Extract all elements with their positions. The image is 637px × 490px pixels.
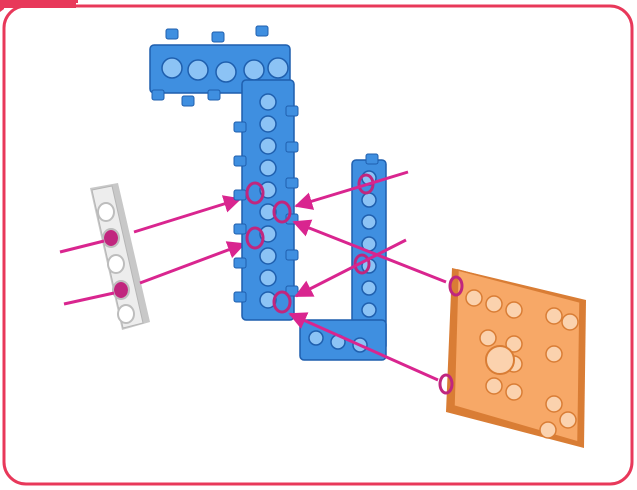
blue-column-hole bbox=[259, 159, 277, 177]
blue-peg-ring bbox=[245, 226, 265, 250]
orange-plate-hole bbox=[485, 377, 503, 395]
blue-peg-ring bbox=[272, 200, 292, 224]
blue-stud bbox=[233, 155, 247, 167]
orange-plate-hole bbox=[545, 395, 563, 413]
blue-bar-hole bbox=[267, 57, 289, 79]
blue-beam-hole bbox=[361, 302, 377, 318]
blue-beam-hole bbox=[361, 192, 377, 208]
orange-peg-ring bbox=[448, 275, 464, 297]
blue-column-hole bbox=[259, 115, 277, 133]
white-beam-hole bbox=[107, 254, 125, 274]
blue-bar-hole bbox=[161, 57, 183, 79]
blue-stud bbox=[233, 189, 247, 201]
blue-stud bbox=[233, 291, 247, 303]
blue-stud bbox=[151, 89, 165, 101]
blue-stud bbox=[211, 31, 225, 43]
blue-stud bbox=[233, 257, 247, 269]
panel-frame bbox=[2, 4, 634, 486]
assembly-arrow bbox=[288, 312, 439, 382]
blue-stud bbox=[255, 25, 269, 37]
orange-plate-hole bbox=[465, 289, 483, 307]
blue-peg-ring bbox=[245, 181, 265, 205]
corner-tab-bar bbox=[0, 0, 76, 8]
assembly-arrow bbox=[294, 170, 409, 210]
assembly-arrow bbox=[292, 219, 447, 284]
blue-stud bbox=[285, 177, 299, 189]
assembly-arrow bbox=[294, 238, 407, 298]
orange-plate-center-hole bbox=[485, 345, 515, 375]
guide-line bbox=[59, 239, 105, 254]
orange-plate-hole bbox=[539, 421, 557, 439]
blue-beam-hole bbox=[361, 280, 377, 296]
white-beam-peg bbox=[104, 230, 118, 246]
blue-bar-hole bbox=[187, 59, 209, 81]
orange-plate-hole bbox=[545, 307, 563, 325]
blue-column-hole bbox=[259, 291, 277, 309]
blue-column-hole bbox=[259, 247, 277, 265]
blue-peg-ring bbox=[353, 253, 371, 275]
white-beam-hole bbox=[117, 304, 135, 324]
white-beam-hole bbox=[97, 202, 115, 222]
blue-bar-hole bbox=[243, 59, 265, 81]
white-beam-peg bbox=[114, 282, 128, 298]
blue-stud bbox=[207, 89, 221, 101]
orange-plate-hole bbox=[545, 345, 563, 363]
assembly-arrow bbox=[139, 241, 246, 285]
blue-stud bbox=[233, 121, 247, 133]
blue-stud bbox=[285, 141, 299, 153]
blue-column-hole bbox=[259, 269, 277, 287]
orange-plate-hole bbox=[559, 411, 577, 429]
orange-plate-hole bbox=[505, 383, 523, 401]
blue-stud bbox=[285, 249, 299, 261]
blue-peg-ring bbox=[272, 290, 292, 314]
orange-plate-hole bbox=[561, 313, 579, 331]
blue-stud bbox=[233, 223, 247, 235]
blue-column-hole bbox=[259, 93, 277, 111]
blue-stud bbox=[181, 95, 195, 107]
blue-column-hole bbox=[259, 203, 277, 221]
blue-stud bbox=[365, 153, 379, 165]
orange-plate-hole bbox=[479, 329, 497, 347]
blue-stud bbox=[285, 105, 299, 117]
assembly-arrow bbox=[133, 195, 242, 234]
guide-line bbox=[63, 291, 115, 306]
orange-peg-ring bbox=[438, 373, 454, 395]
blue-bar-hole bbox=[308, 330, 324, 346]
blue-beam-hole bbox=[361, 214, 377, 230]
blue-column-hole bbox=[259, 137, 277, 155]
orange-plate-hole bbox=[505, 301, 523, 319]
blue-stud bbox=[165, 28, 179, 40]
blue-bar-hole bbox=[215, 61, 237, 83]
orange-plate-hole bbox=[485, 295, 503, 313]
orange-plate-hole bbox=[505, 335, 523, 353]
